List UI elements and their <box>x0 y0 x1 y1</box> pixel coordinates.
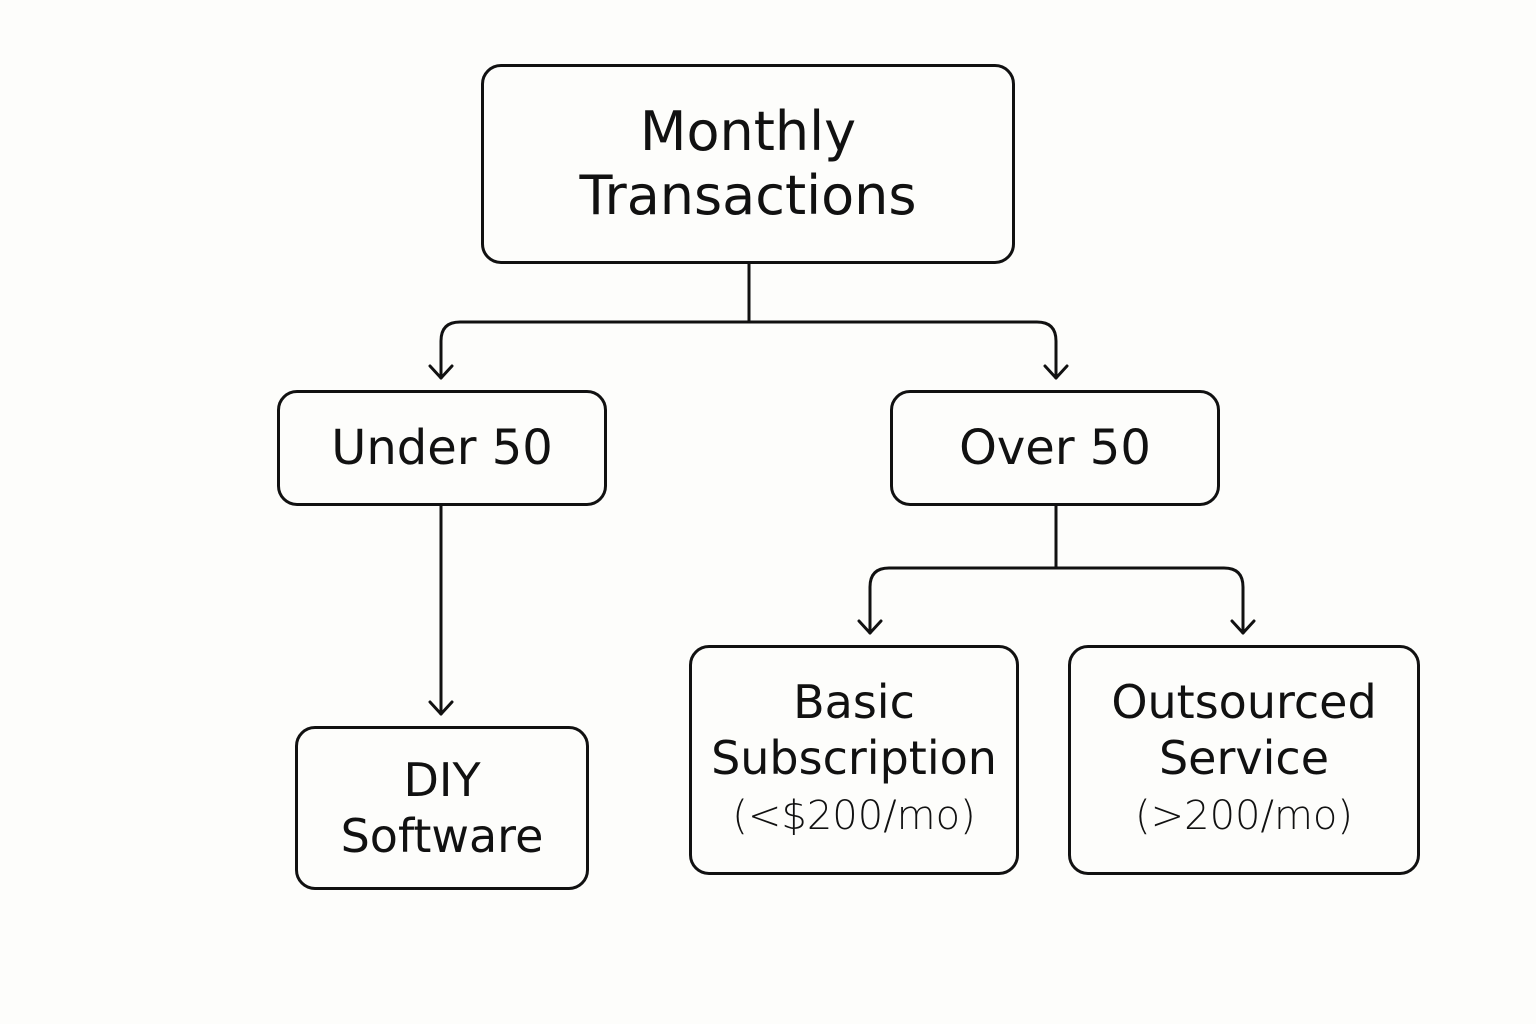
leaf-node-basic-price: (<$200/mo) <box>732 793 976 839</box>
leaf-node-basic-label-line-1: Basic <box>793 675 915 729</box>
leaf-node-outsourced-price: (>200/mo) <box>1135 793 1353 839</box>
leaf-node-outsourced-service: Outsourced Service (>200/mo) <box>1068 645 1420 875</box>
leaf-node-diy-label-line-1: DIY <box>403 753 481 807</box>
arrowhead-basic <box>857 619 883 635</box>
arrowhead-diy <box>428 700 454 716</box>
arrowhead-under <box>428 364 454 380</box>
arrowhead-over <box>1043 364 1069 380</box>
leaf-node-outsourced-label-line-1: Outsourced <box>1111 675 1377 729</box>
branch-node-over-label: Over 50 <box>959 420 1151 476</box>
branch-node-under-50: Under 50 <box>277 390 607 506</box>
root-node-label-line-1: Monthly <box>639 100 857 163</box>
arrowhead-outsourced <box>1230 619 1256 635</box>
leaf-node-basic-subscription: Basic Subscription (<$200/mo) <box>689 645 1019 875</box>
root-node-label-line-2: Transactions <box>579 164 917 227</box>
leaf-node-diy-label-line-2: Software <box>340 809 544 863</box>
leaf-node-basic-label-line-2: Subscription <box>711 731 997 785</box>
connector-root-to-over <box>747 320 1058 380</box>
root-node-monthly-transactions: Monthly Transactions <box>481 64 1015 264</box>
leaf-node-diy-software: DIY Software <box>295 726 589 890</box>
connector-root-to-under <box>439 320 751 380</box>
connector-over-to-outsourced <box>1054 566 1245 635</box>
branch-node-under-label: Under 50 <box>331 420 553 476</box>
branch-node-over-50: Over 50 <box>890 390 1220 506</box>
connector-over-to-basic <box>868 566 1058 635</box>
leaf-node-outsourced-label-line-2: Service <box>1158 731 1329 785</box>
